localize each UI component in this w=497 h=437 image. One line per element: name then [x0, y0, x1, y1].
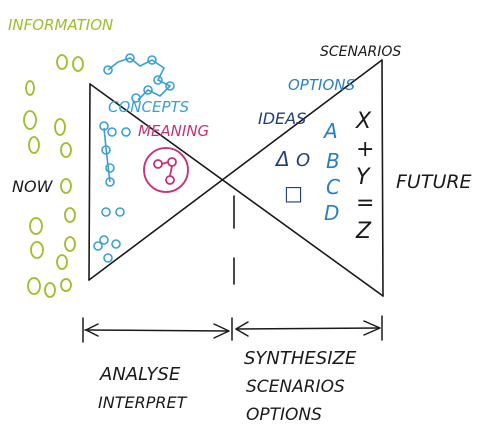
concept-node: [105, 177, 115, 187]
arrow-synthesize-head-right: [363, 320, 381, 336]
arrow-analyse-line: [84, 329, 229, 332]
meaning-inner-link: [161, 161, 169, 165]
scenario-symbol-equals: =: [356, 191, 374, 216]
timeline-arrows: [82, 315, 383, 343]
info-circle: [23, 110, 37, 130]
concept-node: [153, 75, 163, 85]
ideas-label: IDEAS: [258, 109, 306, 128]
info-circle: [64, 207, 76, 223]
information-circles: [23, 54, 84, 298]
concept-node: [103, 65, 113, 75]
info-circle: [56, 254, 68, 270]
meaning-inner-link: [169, 165, 173, 177]
scenario-symbol-x: X: [355, 109, 372, 134]
scenario-symbol-y: Y: [356, 165, 371, 190]
meaning-inner-dot: [153, 159, 163, 169]
process-frame: [88, 59, 384, 297]
scenario-symbol-plus: +: [356, 137, 374, 162]
concept-node: [131, 93, 141, 103]
meaning-outer-ring: [143, 147, 189, 193]
concept-node: [103, 253, 113, 263]
diagonal-bottom-left-to-top-right: [88, 59, 383, 281]
concept-node: [143, 85, 153, 95]
info-circle: [25, 80, 35, 96]
meaning-label: MEANING: [138, 122, 209, 140]
option-letter-a: A: [322, 119, 338, 143]
scenario-symbol-z: Z: [355, 219, 372, 244]
concept-links-top: [107, 57, 172, 101]
info-circle: [56, 54, 68, 70]
info-circle: [27, 277, 41, 295]
info-circle: [29, 217, 43, 235]
analyse-label: ANALYSE: [99, 364, 181, 385]
concept-node: [121, 127, 131, 137]
option-letter-c: C: [326, 175, 340, 199]
options-top-label: OPTIONS: [288, 76, 355, 94]
concept-node: [93, 241, 103, 251]
info-circle: [30, 241, 44, 259]
ideas-triangle-glyph: Δ: [274, 147, 290, 171]
concept-node: [125, 53, 135, 63]
concept-node: [165, 81, 175, 91]
concept-node: [111, 239, 121, 249]
concept-links-left: [103, 127, 111, 183]
interpret-label: INTERPRET: [98, 393, 188, 412]
concept-node: [101, 207, 111, 217]
option-letter-b: B: [326, 149, 340, 173]
option-letter-d: D: [324, 201, 339, 225]
arrow-analyse-head-left: [85, 323, 99, 337]
concept-node: [107, 127, 117, 137]
synthesize-label: SYNTHESIZE: [244, 348, 357, 369]
concept-node: [147, 55, 157, 65]
diagonal-top-left-to-bottom-right: [89, 83, 384, 297]
ideas-square-glyph: □: [284, 181, 303, 205]
info-circle: [44, 282, 56, 298]
meaning-inner-dot: [165, 175, 175, 185]
now-label: NOW: [12, 177, 54, 196]
concept-node: [99, 121, 109, 131]
concept-node: [101, 145, 111, 155]
concept-node: [99, 235, 109, 245]
info-circle: [60, 142, 72, 158]
options-bottom-label: OPTIONS: [246, 405, 322, 425]
info-circle: [64, 236, 76, 252]
arrow-analyse-head-right: [213, 323, 230, 339]
info-circle: [28, 136, 40, 154]
ideas-circle-glyph: O: [296, 150, 310, 171]
arrow-synthesize-head-left: [235, 321, 249, 337]
future-label: FUTURE: [396, 171, 472, 193]
info-circle: [60, 278, 72, 292]
concept-node: [105, 163, 115, 173]
left-vertical-edge: [88, 83, 91, 281]
meaning-inner-dot: [167, 157, 177, 167]
info-circle: [54, 118, 66, 136]
scenarios-bottom-label: SCENARIOS: [246, 377, 345, 397]
concept-network: [93, 53, 175, 263]
right-vertical-edge: [381, 59, 384, 297]
arrow-synthesize-line: [235, 327, 380, 330]
information-label: INFORMATION: [8, 16, 113, 34]
scenarios-top-label: SCENARIOS: [320, 44, 401, 60]
concepts-label: CONCEPTS: [108, 98, 190, 116]
meaning-circle: [143, 147, 189, 193]
info-circle: [60, 178, 72, 194]
info-circle: [72, 56, 84, 72]
concept-node: [115, 207, 125, 217]
